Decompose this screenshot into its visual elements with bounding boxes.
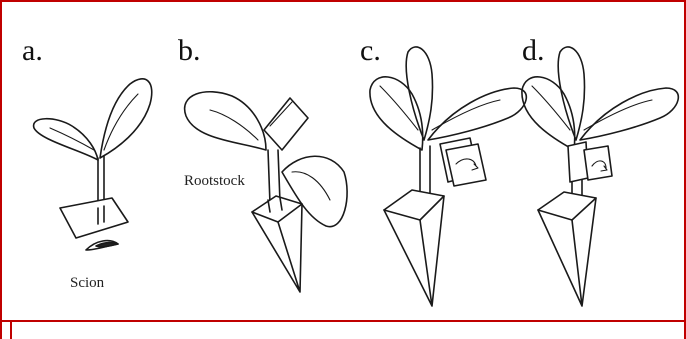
panel-d-graft-clip [568,142,612,182]
panel-d-top-cotyledon [558,47,584,140]
panel-d-right-cotyledon [580,88,678,140]
panel-a-letter: a. [22,36,43,66]
panel-a-scion-seedling [34,79,152,250]
panel-b-rootstock-seedling [185,92,347,292]
panel-c-right-cotyledon [428,88,526,140]
panel-d-clipped-seedling [522,47,678,306]
panel-c-grafted-seedling [370,47,526,306]
panel-b-pyramid-top [252,196,302,222]
panel-d-pyramid-top [538,192,596,220]
panel-c-letter: c. [360,36,381,66]
panel-b-right-cotyledon [282,156,347,226]
panel-b-paper-clip [264,98,308,150]
panel-c-graft-clip [440,138,486,186]
panel-c-top-cotyledon [406,47,432,140]
panel-d-letter: d. [522,36,545,66]
scion-label: Scion [70,276,104,291]
panel-b-letter: b. [178,36,201,66]
panel-b-left-cotyledon [185,92,266,150]
panel-a-cube-top [60,198,128,238]
panel-a-right-cotyledon [100,79,152,158]
panel-c-pyramid-top [384,190,444,220]
panel-a-left-cotyledon [34,119,98,160]
rootstock-label: Rootstock [184,174,245,189]
